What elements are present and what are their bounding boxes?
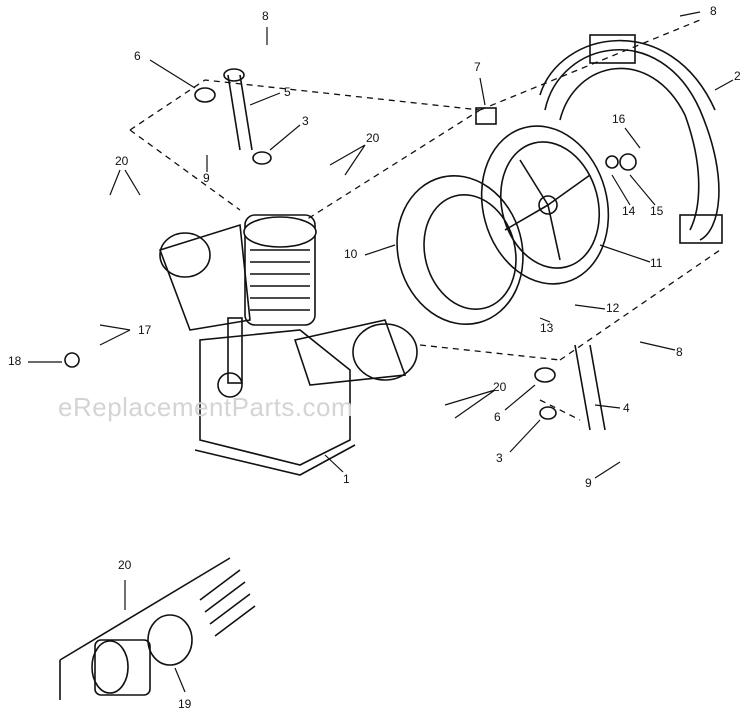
callout-19: 19 [178,697,192,711]
assembly-dashed-lines [129,19,721,421]
callout-20: 20 [115,154,129,168]
callout-6: 6 [134,49,141,63]
callout-20: 20 [366,131,380,145]
callout-13: 13 [540,321,554,335]
callout-9: 9 [203,171,210,185]
callout-4: 4 [623,401,630,415]
callout-9: 9 [585,476,592,490]
callout-6: 6 [494,410,501,424]
belt-guard-drawing [539,34,723,244]
small-parts-drawing [64,68,637,431]
callout-17: 17 [138,323,152,337]
callout-3: 3 [496,451,503,465]
callout-3: 3 [302,114,309,128]
callout-5: 5 [284,85,291,99]
callout-14: 14 [622,204,636,218]
callout-2: 2 [734,69,741,83]
callout-15: 15 [650,204,664,218]
callout-8: 8 [262,9,269,23]
callout-1: 1 [343,472,350,486]
callout-16: 16 [612,112,626,126]
callout-7: 7 [474,60,481,74]
callout-20: 20 [118,558,132,572]
fan-shroud-drawing [396,174,524,326]
callout-8: 8 [676,345,683,359]
leader-lines [28,11,734,693]
callout-18: 18 [8,354,22,368]
callout-12: 12 [606,301,620,315]
callout-10: 10 [344,247,358,261]
pump-assembly-drawing [158,214,418,476]
callout-8: 8 [710,4,717,18]
flywheel-drawing [480,125,610,285]
callout-11: 11 [650,256,663,270]
watermark: eReplacementParts.com [58,392,354,422]
callout-20: 20 [493,380,507,394]
filter-assembly-drawing [59,557,256,700]
